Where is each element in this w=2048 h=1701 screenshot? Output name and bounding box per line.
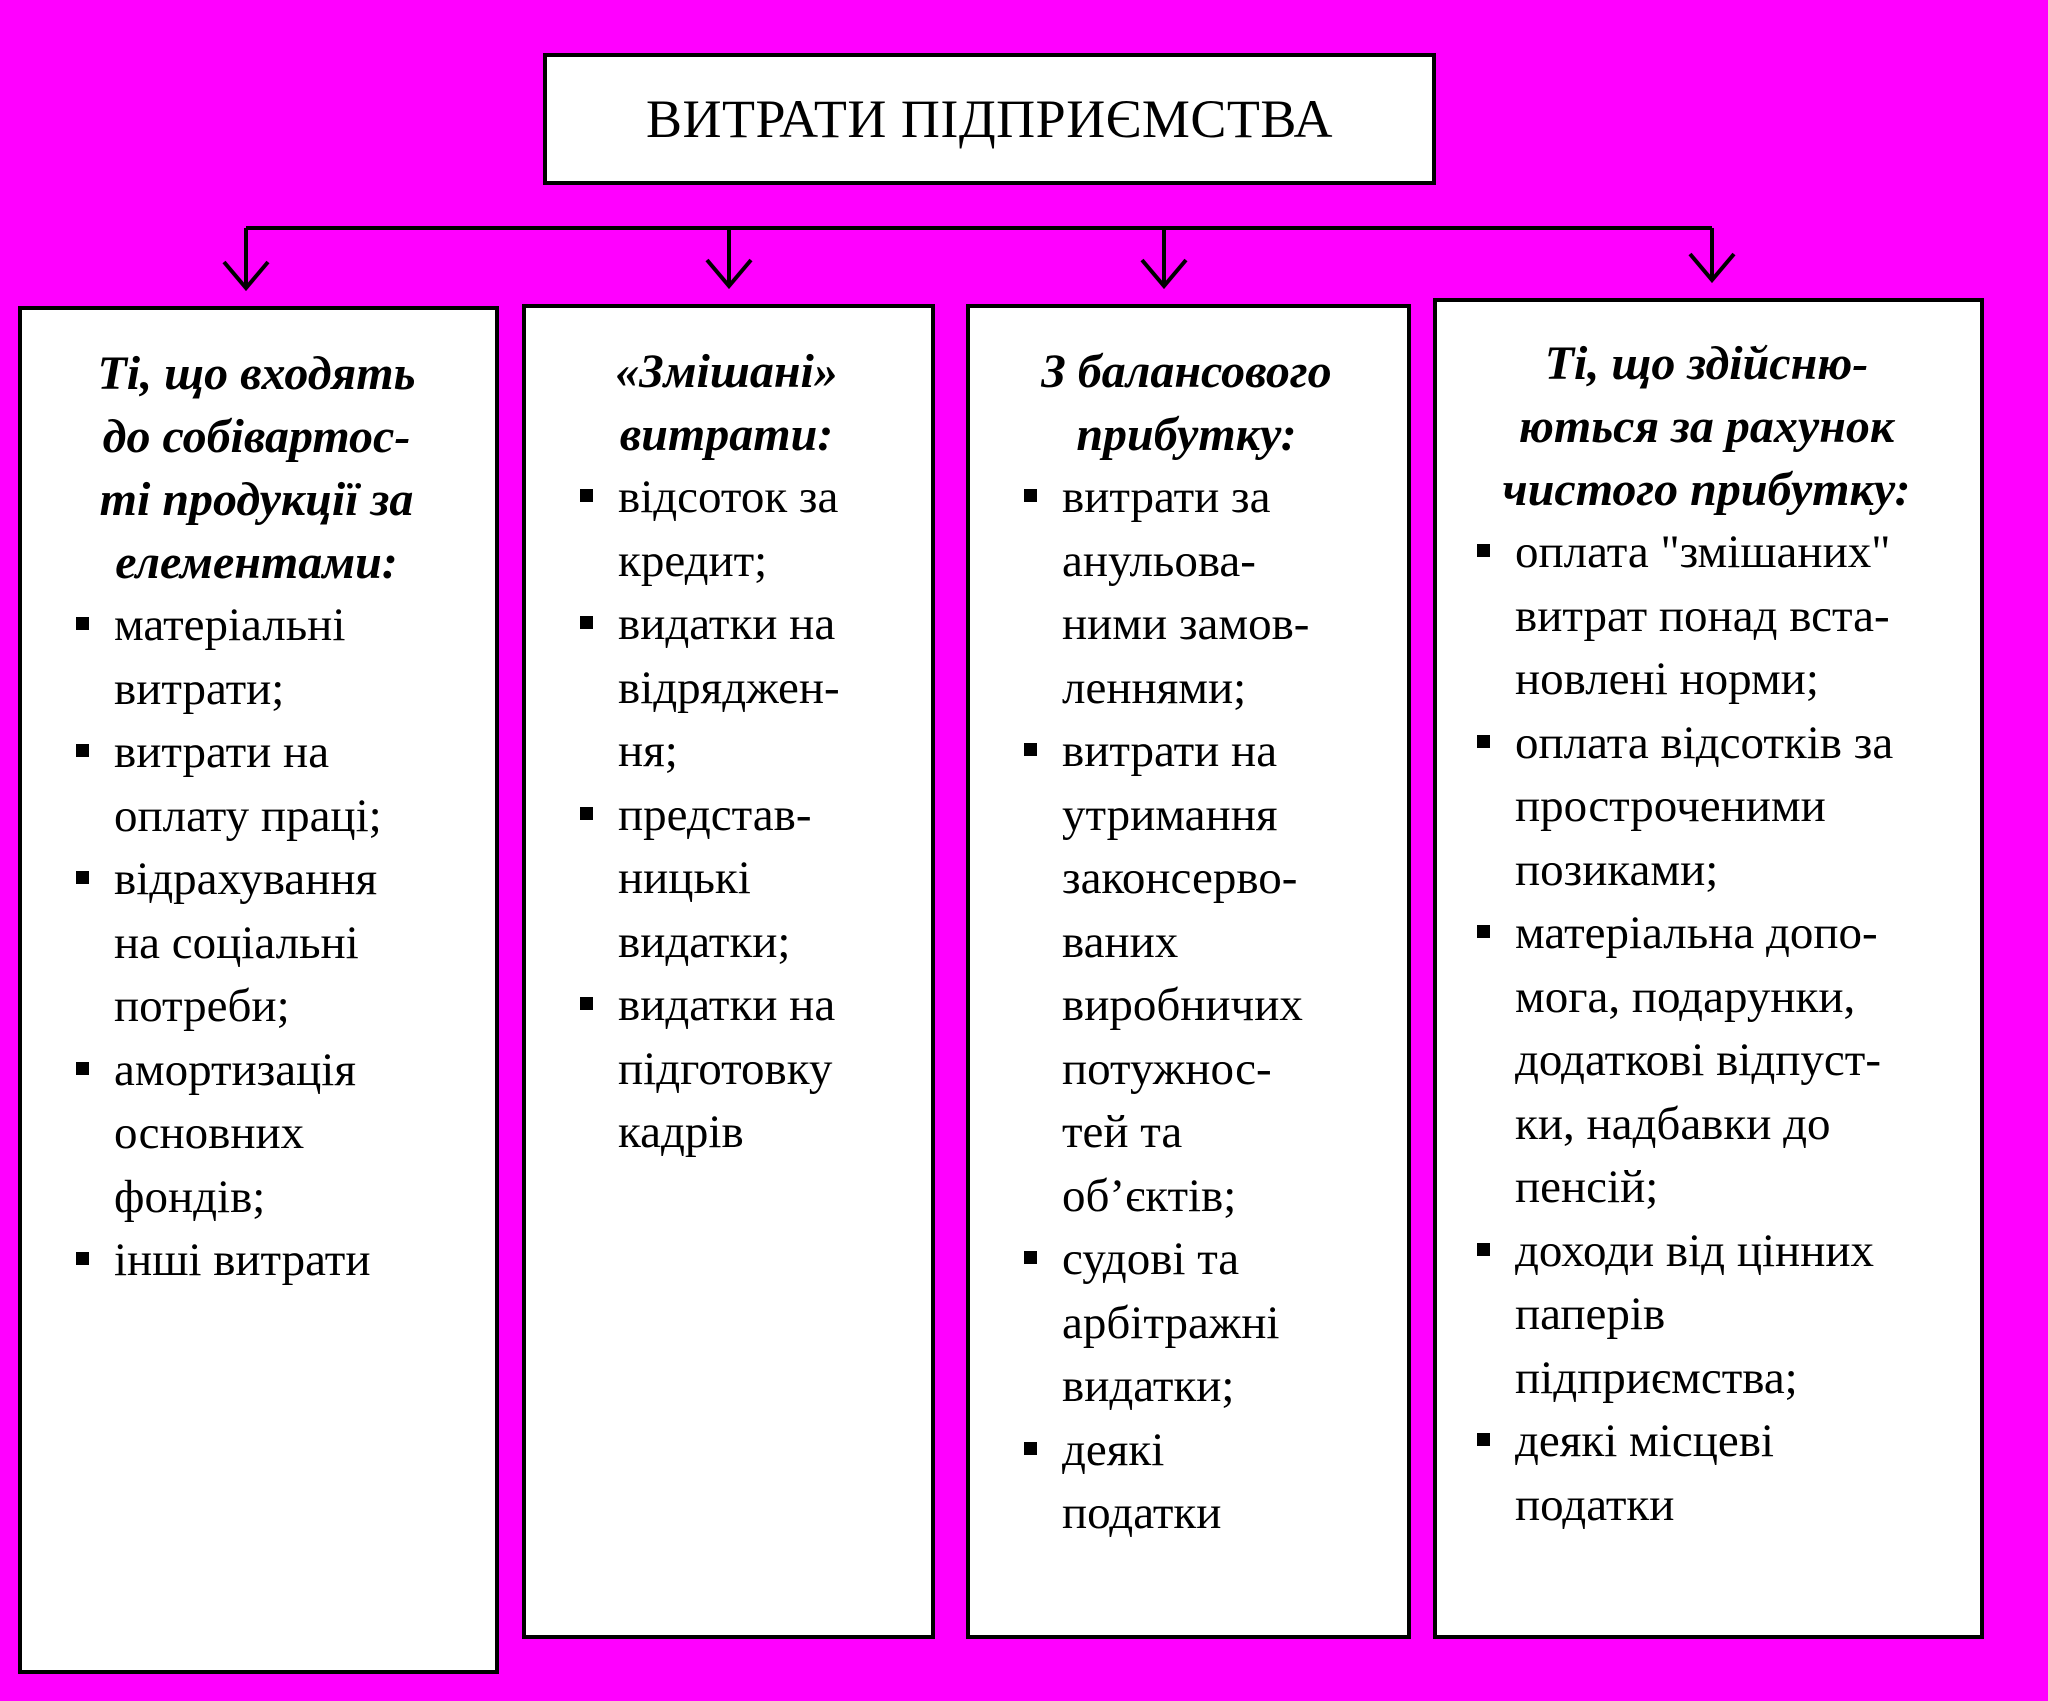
list-item-text: оплата відсотків за простроченими позика… — [1515, 716, 1894, 896]
list-item: витрати на оплату праці; — [72, 721, 469, 848]
list-item: витрати за анульова- ними замов- леннями… — [1020, 466, 1381, 720]
list-item-text: матеріальна допо- мога, подарунки, додат… — [1515, 907, 1881, 1213]
arrow-head-1 — [222, 260, 270, 292]
category-item-list: оплата "змішаних" витрат понад вста- нов… — [1473, 521, 1958, 1537]
list-item-text: деякі податки — [1062, 1423, 1222, 1540]
category-item-list: матеріальні витрати; витрати на оплату п… — [72, 594, 469, 1293]
list-item: видатки на підготовку кадрів — [576, 974, 905, 1165]
square-bullet-icon — [580, 489, 593, 502]
list-item-text: представ- ницькі видатки; — [618, 788, 812, 968]
arrow-head-2 — [705, 258, 753, 290]
category-heading: Ті, що здійсню- ються за рахунок чистого… — [1502, 337, 1911, 516]
category-heading: З балансового прибутку: — [1041, 345, 1332, 461]
list-item-text: доходи від цінних паперів підприємства; — [1515, 1224, 1874, 1404]
list-item: інші витрати — [72, 1229, 469, 1293]
category-box-mixed-costs: «Змішані» витрати: відсоток за кредит; в… — [522, 304, 935, 1639]
square-bullet-icon — [1477, 1433, 1490, 1446]
list-item: відрахування на соціальні потреби; — [72, 848, 469, 1039]
list-item-text: відрахування на соціальні потреби; — [114, 853, 378, 1032]
square-bullet-icon — [1024, 743, 1037, 756]
list-item: матеріальна допо- мога, подарунки, додат… — [1473, 902, 1958, 1220]
list-item: матеріальні витрати; — [72, 594, 469, 721]
list-item: оплата відсотків за простроченими позика… — [1473, 712, 1958, 903]
list-item: амортизація основних фондів; — [72, 1039, 469, 1230]
list-item-text: судові та арбітражні видатки; — [1062, 1233, 1280, 1412]
square-bullet-icon — [1477, 544, 1490, 557]
arrow-head-3 — [1140, 258, 1188, 290]
list-item: представ- ницькі видатки; — [576, 784, 905, 975]
title-box: ВИТРАТИ ПІДПРИЄМСТВА — [543, 53, 1436, 185]
list-item: судові та арбітражні видатки; — [1020, 1228, 1381, 1419]
list-item: деякі місцеві податки — [1473, 1410, 1958, 1537]
list-item-text: деякі місцеві податки — [1515, 1415, 1774, 1531]
category-item-list: витрати за анульова- ними замов- леннями… — [1020, 466, 1381, 1546]
square-bullet-icon — [76, 1252, 89, 1265]
square-bullet-icon — [76, 871, 89, 884]
list-item-text: інші витрати — [114, 1234, 371, 1286]
list-item-text: амортизація основних фондів; — [114, 1043, 356, 1223]
square-bullet-icon — [76, 1061, 89, 1075]
list-item: витрати на утримання законсерво- ваних в… — [1020, 720, 1381, 1228]
square-bullet-icon — [1477, 1242, 1490, 1256]
square-bullet-icon — [1477, 734, 1490, 748]
category-heading: Ті, що входять до собівартос- ті продукц… — [97, 347, 416, 589]
category-item-list: відсоток за кредит; видатки на відрядже­… — [576, 466, 905, 1165]
diagram-title: ВИТРАТИ ПІДПРИЄМСТВА — [646, 89, 1333, 149]
list-item-text: оплата "змішаних" витрат понад вста- нов… — [1515, 526, 1891, 705]
list-item: деякі податки — [1020, 1419, 1381, 1546]
square-bullet-icon — [1477, 925, 1490, 938]
square-bullet-icon — [76, 617, 89, 630]
list-item: відсоток за кредит; — [576, 466, 905, 593]
list-item: доходи від цінних паперів підприємства; — [1473, 1220, 1958, 1411]
list-item-text: витрати за анульова- ними замов- леннями… — [1062, 471, 1310, 714]
list-item-text: витрати на утримання законсерво- ваних в… — [1062, 725, 1303, 1222]
category-box-net-profit: Ті, що здійсню- ються за рахунок чистого… — [1433, 298, 1984, 1639]
arrow-head-4 — [1688, 252, 1736, 284]
square-bullet-icon — [1024, 1251, 1037, 1264]
square-bullet-icon — [580, 616, 593, 629]
list-item: оплата "змішаних" витрат понад вста- нов… — [1473, 521, 1958, 712]
list-item-text: видатки на відрядже­н- ня; — [618, 598, 840, 777]
list-item-text: матеріальні витрати; — [114, 599, 346, 715]
category-heading: «Змішані» витрати: — [615, 345, 838, 461]
square-bullet-icon — [1024, 489, 1037, 502]
category-box-balance-profit: З балансового прибутку: витрати за ануль… — [966, 304, 1411, 1639]
square-bullet-icon — [76, 744, 89, 757]
list-item-text: видатки на підготовку кадрів — [618, 979, 836, 1158]
square-bullet-icon — [1024, 1441, 1037, 1455]
list-item-text: відсоток за кредит; — [618, 471, 839, 587]
square-bullet-icon — [580, 806, 593, 820]
list-item: видатки на відрядже­н- ня; — [576, 593, 905, 784]
category-box-cost-elements: Ті, що входять до собівартос- ті продукц… — [18, 306, 499, 1674]
square-bullet-icon — [580, 997, 593, 1010]
list-item-text: витрати на оплату праці; — [114, 726, 382, 842]
